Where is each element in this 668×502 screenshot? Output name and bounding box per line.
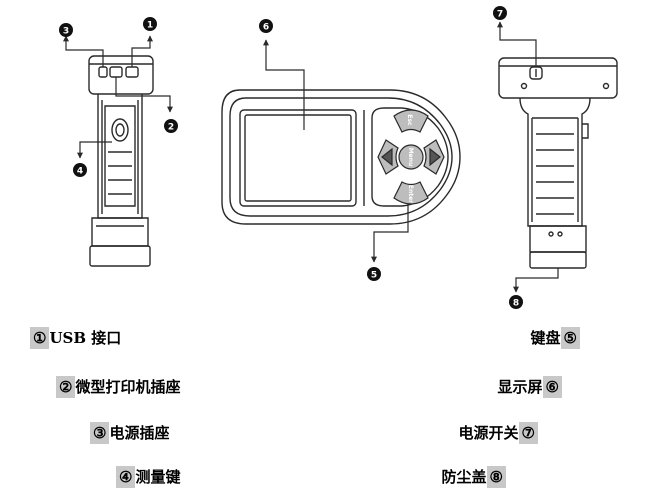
marker-5: 5: [367, 267, 381, 281]
marker-4-label: 4: [77, 167, 83, 177]
marker-3-label: 3: [63, 27, 69, 37]
legend-badge-8: ⑧: [486, 466, 506, 488]
back-view-head: [498, 57, 618, 99]
usb-port: [125, 66, 139, 78]
enter-key-label: Enter: [407, 185, 414, 203]
legend-text-dust-cover: 防尘盖: [441, 468, 487, 486]
marker-8-label: 8: [513, 299, 519, 309]
leader-6: [263, 39, 305, 130]
front-view: [221, 89, 461, 225]
legend-badge-2: ②: [56, 376, 76, 398]
side-view-head: [88, 55, 154, 95]
esc-key: [393, 109, 429, 133]
side-view: [88, 55, 154, 267]
legend-text-printer: 微型打印机插座: [75, 378, 181, 396]
legend-text-power-socket: 电源插座: [109, 424, 170, 442]
leader-1: [131, 35, 153, 67]
marker-5-label: 5: [371, 271, 377, 281]
leader-5: [371, 204, 409, 263]
marker-6: 6: [259, 19, 273, 33]
back-view: [498, 57, 618, 269]
measure-key: [111, 118, 129, 142]
legend-badge-5: ⑤: [560, 327, 580, 349]
printer-socket: [109, 66, 123, 78]
legend-text-power-switch: 电源开关: [458, 424, 519, 442]
display-screen: [244, 114, 352, 202]
legend-badge-6: ⑥: [542, 376, 562, 398]
legend-badge-7: ⑦: [518, 422, 538, 444]
power-socket: [98, 66, 108, 78]
keypad: [377, 109, 445, 205]
legend-badge-4: ④: [116, 466, 136, 488]
marker-8: 8: [509, 295, 523, 309]
leader-8: [513, 268, 559, 293]
marker-1: 1: [143, 17, 157, 31]
legend-badge-1: ①: [30, 327, 50, 349]
leader-3: [63, 35, 104, 67]
marker-2: 2: [164, 119, 178, 133]
leader-4: [77, 141, 112, 159]
leader-7: [497, 21, 537, 67]
marker-1-label: 1: [147, 21, 153, 31]
marker-3: 3: [59, 23, 73, 37]
device-diagram: Esc Menu Enter 1: [59, 6, 618, 309]
marker-6-label: 6: [263, 23, 269, 33]
marker-2-label: 2: [168, 123, 174, 133]
legend-text-keyboard: 键盘: [530, 329, 561, 347]
menu-key: [398, 144, 424, 170]
legend-text-display: 显示屏: [497, 378, 543, 396]
esc-key-label: Esc: [406, 114, 413, 126]
legend-badge-3: ③: [90, 422, 110, 444]
marker-7-label: 7: [497, 10, 503, 20]
marker-7: 7: [493, 6, 507, 20]
dust-cover: [529, 251, 587, 269]
side-view-base: [89, 245, 151, 267]
legend-text-usb: USB 接口: [49, 329, 122, 347]
marker-4: 4: [73, 163, 87, 177]
enter-key: [393, 181, 429, 205]
menu-key-label: Menu: [407, 148, 414, 167]
legend-text-measure-key: 测量键: [135, 468, 181, 486]
leader-2: [115, 77, 173, 113]
